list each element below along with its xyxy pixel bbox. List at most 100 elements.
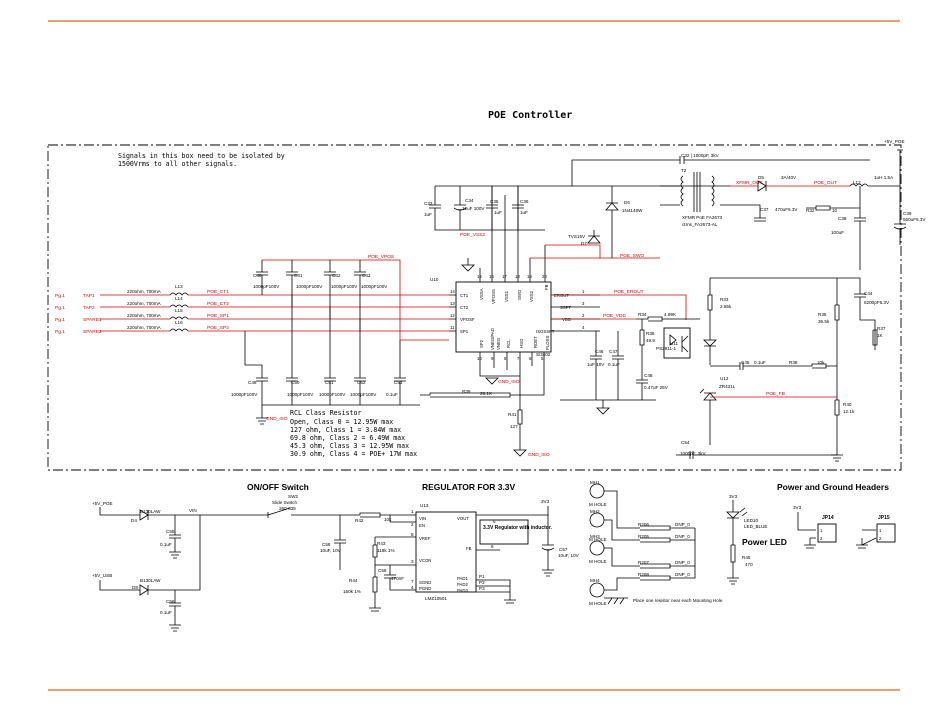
- shunt-u12-ref: U12: [720, 376, 729, 381]
- upper-rail-caps: C33 1uF C34 12uF 100V C35 1uF C36 1uF PO…: [424, 153, 870, 259]
- svg-text:1: 1: [879, 528, 882, 533]
- svg-text:FB: FB: [544, 284, 549, 290]
- cap-c37-value: 470uF6.3V: [775, 207, 798, 212]
- switch-sw2-ref: SW2: [288, 494, 298, 499]
- bottom-rule: [48, 689, 900, 691]
- net-poe-vss2: POE_VSS2: [460, 232, 485, 238]
- res-r208-ref: R208: [638, 572, 649, 577]
- cap-c44-value: 8200pF6.3V: [864, 300, 890, 305]
- svg-text:7: 7: [411, 579, 414, 584]
- cap-c57-ref: C57: [559, 547, 568, 552]
- input-net-spare1: SPARE1: [83, 317, 102, 323]
- net-poe-fb: POE_FB: [766, 391, 785, 397]
- res-r38-ref: R38: [789, 360, 798, 365]
- svg-text:SP2: SP2: [479, 339, 484, 348]
- cap-c44-ref: C44: [864, 291, 873, 296]
- cap-val-c52: 1000pF100V: [350, 392, 377, 397]
- svg-text:PAD1: PAD1: [457, 576, 469, 581]
- res-r37-value: 1K: [877, 333, 884, 338]
- svg-text:RDET: RDET: [533, 336, 538, 348]
- cap-c54-ref: C54: [681, 440, 690, 445]
- net-gnd-iso: GND_ISO: [266, 416, 288, 422]
- svg-text:VSS1: VSS1: [504, 290, 509, 302]
- u10-ref: U10: [430, 277, 439, 282]
- bead-ref-l14: L14: [175, 296, 183, 301]
- res-r41-value: 127: [510, 424, 518, 429]
- svg-text:4: 4: [582, 325, 585, 330]
- svg-text:9: 9: [491, 356, 494, 361]
- rcl-class-note: RCL Class Resistor Open, Class 0 = 12.95…: [290, 409, 417, 458]
- res-r44-ref: R44: [349, 578, 358, 583]
- mh3-label: M HOLE: [589, 559, 607, 564]
- net-gnd-iso-3: GND_ISO: [528, 452, 550, 458]
- transformer-t2: T2 XFMR PoE FA2673 ctrns_FA2673-AL: [660, 168, 730, 227]
- shunt-regulator: R33 2.55k R35 36.5k R37 1K C45 0.1uF R38…: [676, 278, 886, 462]
- res-r38-value: 10k: [817, 360, 825, 365]
- svg-text:16: 16: [489, 274, 494, 279]
- cap-c39-ref: C39: [903, 211, 912, 216]
- svg-text:13: 13: [450, 301, 455, 306]
- inductor-l12-value: 1uH 1.5A: [874, 175, 894, 180]
- cap-ref-c36: C36: [520, 199, 529, 204]
- res-r34-value: 4.99K: [664, 312, 677, 317]
- net-poe-sp1: POE_SP1: [207, 313, 229, 319]
- diode-d6-ref: D6: [624, 200, 630, 205]
- regulator-section: REGULATOR FOR 3.3V R42 10k C58 10uF, 10V…: [320, 482, 580, 612]
- cap-c56-value: 0.1uF: [160, 610, 172, 615]
- svg-text:5: 5: [541, 356, 544, 361]
- cap-c39-value: 560uF6.3V: [903, 217, 926, 222]
- svg-text:2: 2: [411, 522, 414, 527]
- bead-value: 220ohm, 700mA: [127, 289, 162, 294]
- cap-ref-c42: C42: [332, 273, 341, 278]
- net-xfmr-out: XFMR_OUT: [736, 180, 762, 186]
- svg-text:7: 7: [517, 356, 520, 361]
- cap-c38-ref: C38: [838, 216, 847, 221]
- mounting-holes: MH1 M HOLE MH2 M HOLE MH3 M HOLE MH4 M H…: [589, 480, 723, 606]
- input-chokes: Pg.1 TAP1 Pg.1 TAP2 Pg.1 SPARE1 Pg.1 SPA…: [55, 284, 449, 335]
- diode-d8-ref: D8: [132, 585, 138, 590]
- cap-c55-ref: C55: [166, 529, 175, 534]
- res-r39-value: 26.1K: [480, 391, 493, 396]
- svg-text:SP1: SP1: [460, 329, 469, 334]
- svg-text:15: 15: [477, 274, 482, 279]
- rcl-rdet-resistors: R39 26.1K R41 127 GND_ISO: [420, 366, 550, 458]
- net-poe-swo: POE_SWO: [620, 253, 645, 259]
- xfmr-footprint: ctrns_FA2673-AL: [682, 222, 718, 227]
- net-poe-sp2: POE_SP2: [207, 325, 229, 331]
- cap-ref-c52: C52: [357, 380, 366, 385]
- res-r36-ref: R36: [646, 331, 655, 336]
- cap-c47-value: 0.1uF: [608, 362, 620, 367]
- res-r206-ref: R206: [638, 522, 649, 527]
- cap-c46-value: 1uF 10V: [587, 362, 605, 367]
- cap-val-c33: 1uF: [424, 212, 432, 217]
- cap-c57-value: 10uF, 10V: [558, 553, 580, 558]
- xfmr-ref: T2: [681, 168, 687, 173]
- input-page-ref: Pg.1: [55, 329, 65, 335]
- svg-text:6: 6: [529, 356, 532, 361]
- cap-ref-c51: C51: [325, 380, 334, 385]
- cap-c59-value: 470nF: [391, 576, 404, 581]
- led-ref: LED10: [744, 518, 758, 523]
- net-vin: VIN: [189, 508, 197, 513]
- res-r33-value: 2.55k: [720, 304, 732, 309]
- svg-text:4: 4: [411, 585, 414, 590]
- svg-text:14: 14: [450, 289, 455, 294]
- svg-text:2: 2: [582, 313, 585, 318]
- svg-text:8: 8: [504, 356, 507, 361]
- net-v5poe-input: +5V_POE: [92, 501, 113, 506]
- cap-ref-c53: C53: [394, 380, 403, 385]
- svg-text:HSO: HSO: [519, 338, 524, 348]
- svg-text:10: 10: [477, 356, 482, 361]
- mh1-ref: MH1: [590, 480, 600, 485]
- res-r37-ref: R37: [877, 326, 886, 331]
- reg-u13-ref: U13: [420, 503, 429, 508]
- reg-pinP1: P1: [479, 574, 485, 579]
- res-r42-value: 10k: [384, 517, 392, 522]
- svg-text:2: 2: [879, 536, 882, 541]
- res-r45-value: 470: [745, 562, 753, 567]
- res-r32-value: 10: [832, 208, 838, 213]
- res-r36-value: 49.9: [646, 338, 655, 343]
- mh3-ref: MH3: [590, 534, 600, 539]
- res-r40-ref: R40: [843, 402, 852, 407]
- isolation-note-line1: Signals in this box need to be isolated …: [118, 152, 285, 160]
